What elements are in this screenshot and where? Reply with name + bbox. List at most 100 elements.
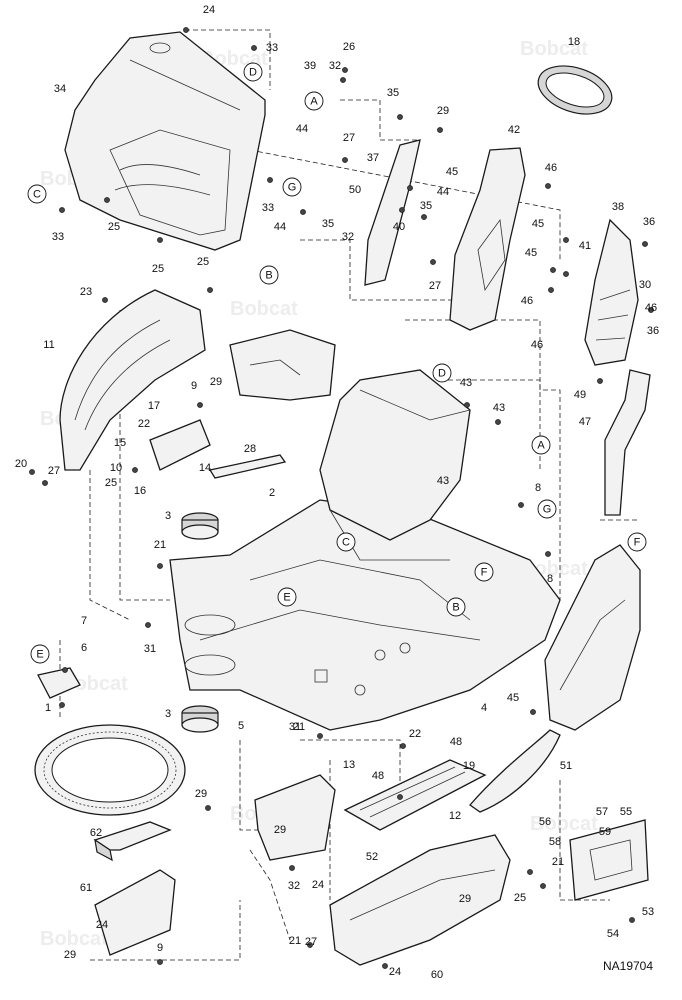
callout-29: 29 — [195, 788, 207, 800]
callout-29: 29 — [437, 105, 449, 117]
callout-45: 45 — [446, 166, 458, 178]
fastener-marker — [597, 378, 603, 384]
reference-letter-c: C — [27, 184, 47, 204]
callout-9: 9 — [157, 942, 163, 954]
svg-text:A: A — [310, 95, 318, 107]
fastener-marker — [421, 214, 427, 220]
callout-22: 22 — [138, 418, 150, 430]
fastener-marker — [317, 733, 323, 739]
callout-29: 29 — [459, 893, 471, 905]
fastener-marker — [62, 667, 68, 673]
fastener-marker — [132, 467, 138, 473]
callout-50: 50 — [349, 184, 361, 196]
callout-2: 2 — [269, 487, 275, 499]
fastener-marker — [205, 805, 211, 811]
part-15-bracket — [149, 419, 211, 471]
part-37-post-trim — [364, 139, 421, 286]
fastener-marker — [642, 241, 648, 247]
svg-text:G: G — [288, 181, 297, 193]
fastener-marker — [629, 917, 635, 923]
fastener-marker — [29, 469, 35, 475]
callout-43: 43 — [437, 475, 449, 487]
callout-28: 28 — [244, 443, 256, 455]
callout-25: 25 — [514, 892, 526, 904]
callout-15: 15 — [114, 437, 126, 449]
callout-25: 25 — [152, 263, 164, 275]
callout-4: 4 — [481, 702, 487, 714]
callout-18: 18 — [568, 36, 580, 48]
callout-19: 19 — [463, 760, 475, 772]
reference-letter-c: C — [336, 532, 356, 552]
part-55-access-cover — [569, 819, 649, 901]
callout-31: 31 — [144, 643, 156, 655]
callout-21: 21 — [289, 935, 301, 947]
callout-32: 32 — [329, 60, 341, 72]
reference-letter-b: B — [446, 597, 466, 617]
callout-40: 40 — [393, 221, 405, 233]
reference-letter-a: A — [304, 91, 324, 111]
fastener-marker — [430, 259, 436, 265]
callout-45: 45 — [507, 692, 519, 704]
fastener-marker — [540, 883, 546, 889]
callout-27: 27 — [343, 132, 355, 144]
reference-letter-b: B — [259, 265, 279, 285]
callout-38: 38 — [612, 201, 624, 213]
reference-letter-e: E — [277, 587, 297, 607]
fastener-marker — [495, 419, 501, 425]
callout-21: 21 — [293, 721, 305, 733]
callout-11: 11 — [43, 339, 54, 351]
part-34-rear-side-panel — [64, 31, 266, 251]
part-6-plate — [37, 667, 81, 699]
callout-6: 6 — [81, 642, 87, 654]
part-30-side-panel — [584, 218, 639, 366]
callout-3: 3 — [165, 708, 171, 720]
fastener-marker — [545, 183, 551, 189]
callout-37: 37 — [367, 152, 379, 164]
callout-24: 24 — [312, 879, 324, 891]
callout-14: 14 — [199, 462, 211, 474]
svg-text:C: C — [342, 536, 350, 548]
fastener-marker — [527, 869, 533, 875]
svg-text:B: B — [452, 601, 459, 613]
callout-27: 27 — [429, 280, 441, 292]
callout-42: 42 — [508, 124, 520, 136]
part-swing-bearing — [34, 724, 186, 816]
svg-text:C: C — [33, 188, 41, 200]
callout-33: 33 — [266, 42, 278, 54]
callout-51: 51 — [560, 760, 572, 772]
callout-24: 24 — [96, 919, 108, 931]
fastener-marker — [157, 563, 163, 569]
callout-48: 48 — [372, 770, 384, 782]
watermark-text: Bobcat — [60, 673, 128, 695]
callout-8: 8 — [547, 573, 553, 585]
svg-text:D: D — [438, 367, 446, 379]
part-19-seal-ring — [537, 65, 613, 115]
callout-31: 31 — [289, 721, 301, 733]
callout-9: 9 — [191, 380, 197, 392]
callout-39: 39 — [304, 60, 316, 72]
fastener-marker — [59, 207, 65, 213]
fastener-marker — [397, 794, 403, 800]
callout-25: 25 — [105, 477, 117, 489]
part-3-bushing-lower — [181, 705, 219, 733]
callout-26: 26 — [343, 41, 355, 53]
callout-44: 44 — [296, 123, 308, 135]
part-42-tower-cover — [449, 147, 526, 331]
callout-57: 57 — [596, 806, 608, 818]
callout-54: 54 — [607, 928, 619, 940]
callout-53: 53 — [642, 906, 654, 918]
reference-letter-f: F — [627, 532, 647, 552]
callout-8: 8 — [535, 482, 541, 494]
fastener-marker — [157, 237, 163, 243]
fastener-marker — [407, 185, 413, 191]
fastener-marker — [102, 297, 108, 303]
callout-46: 46 — [531, 339, 543, 351]
callout-21: 21 — [552, 856, 564, 868]
callout-44: 44 — [437, 186, 449, 198]
fastener-marker — [267, 177, 273, 183]
callout-25: 25 — [197, 256, 209, 268]
fastener-marker — [530, 709, 536, 715]
callout-36: 36 — [643, 216, 655, 228]
part-51-step-trim — [469, 729, 561, 813]
